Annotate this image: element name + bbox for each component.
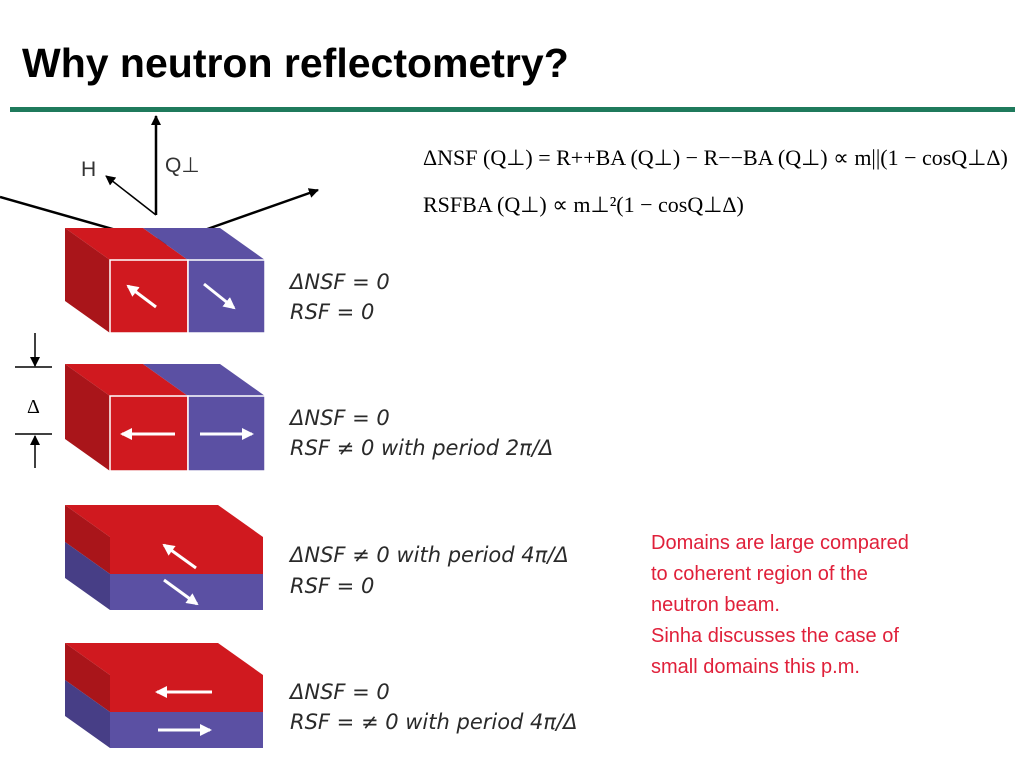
field-arrow xyxy=(105,175,157,216)
note-line: Sinha discusses the case of xyxy=(651,625,899,647)
q-perp-label: Q⊥ xyxy=(165,154,200,177)
note-line: neutron beam. xyxy=(651,594,780,616)
note-line: Domains are large compared xyxy=(651,532,909,554)
case-2-line-1: ΔNSF = 0 xyxy=(290,406,390,430)
scattering-geometry: H Q⊥ xyxy=(0,115,319,247)
block-case-1 xyxy=(65,228,266,334)
case-4-line-1: ΔNSF = 0 xyxy=(290,680,390,704)
note-text: Domains are large compared to coherent r… xyxy=(651,528,1001,683)
case-1-line-2: RSF = 0 xyxy=(290,300,375,324)
block-case-3 xyxy=(65,505,263,610)
case-1-line-1: ΔNSF = 0 xyxy=(290,270,390,294)
field-label: H xyxy=(81,158,96,181)
delta-label: Δ xyxy=(27,396,40,418)
moment-arrow xyxy=(203,282,236,310)
title-underline xyxy=(10,107,1015,112)
case-2-line-2: RSF ≠ 0 with period 2π/Δ xyxy=(290,436,554,460)
block-case-2 xyxy=(65,364,266,472)
moment-arrow xyxy=(162,543,197,570)
page-title: Why neutron reflectometry? xyxy=(22,40,569,86)
domain-size-indicator: Δ xyxy=(15,333,52,468)
moment-arrow xyxy=(163,578,199,606)
case-4-line-2: RSF = ≠ 0 with period 4π/Δ xyxy=(290,710,578,734)
equation-sf: RSFBA (Q⊥) ∝ m⊥²(1 − cosQ⊥Δ) xyxy=(423,192,744,217)
block-case-4 xyxy=(65,643,263,748)
case-3-line-2: RSF = 0 xyxy=(290,574,375,598)
case-3-line-1: ΔNSF ≠ 0 with period 4π/Δ xyxy=(290,543,569,567)
equation-nsf: ΔNSF (Q⊥) = R++BA (Q⊥) − R−−BA (Q⊥) ∝ m|… xyxy=(423,145,1008,170)
note-line: to coherent region of the xyxy=(651,563,868,585)
note-line: small domains this p.m. xyxy=(651,656,860,678)
moment-arrow xyxy=(126,284,157,309)
